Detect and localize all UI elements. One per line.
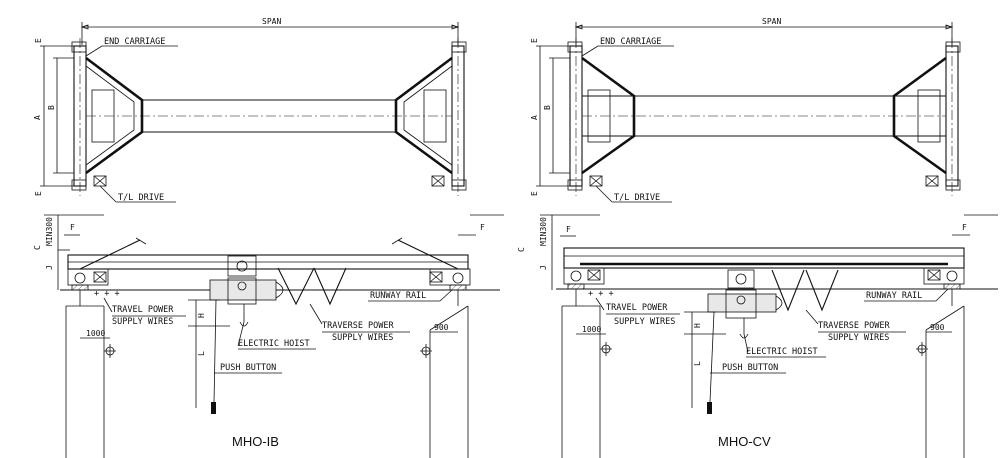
dim-1000-label-cv: 1000	[582, 325, 601, 334]
dim-h-label: H	[197, 313, 206, 318]
supply-wires-label: SUPPLY WIRES	[112, 317, 173, 327]
push-button-label-cv: PUSH BUTTON	[722, 363, 778, 373]
supply-wires-label-cv: SUPPLY WIRES	[614, 317, 675, 327]
dim-c-label: C	[33, 245, 42, 250]
dim-e-top-label-cv: E	[530, 38, 539, 43]
dim-900-label-cv: 900	[930, 323, 945, 332]
dim-f-right-label: F	[480, 223, 485, 232]
electric-hoist-label: ELECTRIC HOIST	[238, 339, 310, 349]
push-button-label: PUSH BUTTON	[220, 363, 276, 373]
tl-drive-label-cv: T/L DRIVE	[614, 193, 660, 203]
dim-c-label-cv: C	[517, 247, 526, 252]
end-carriage-label: END CARRIAGE	[104, 37, 165, 47]
dim-f-right-label-cv: F	[962, 223, 967, 232]
dim-e-bottom-label: E	[34, 191, 43, 196]
dim-1000-label: 1000	[86, 329, 105, 338]
electric-hoist-label-cv: ELECTRIC HOIST	[746, 347, 818, 357]
dim-b-label: B	[47, 105, 56, 110]
svg-text:+ + +: + + +	[94, 289, 120, 299]
mho-cv-caption: MHO-CV	[718, 434, 771, 449]
dim-e-top-label: E	[34, 38, 43, 43]
span-label-cv: SPAN	[762, 17, 781, 26]
dim-f-left-label-cv: F	[566, 225, 571, 234]
mho-cv-elevation-view: C MIN300 J F F	[517, 214, 998, 458]
traverse-power-label: TRAVERSE POWER	[322, 321, 395, 331]
tl-drive-label: T/L DRIVE	[118, 193, 164, 203]
mho-ib-drawing: SPAN A B E E	[33, 17, 504, 458]
dim-e-bottom-label-cv: E	[530, 191, 539, 196]
dim-j-label-cv: J	[539, 265, 548, 270]
svg-text:+ + +: + + +	[588, 289, 614, 299]
mho-ib-plan-view: SPAN A B E E	[33, 17, 467, 203]
mho-cv-plan-view: SPAN A B E E	[530, 17, 961, 203]
dim-h-label-cv: H	[693, 323, 702, 328]
dim-900-label: 900	[434, 323, 449, 332]
span-label: SPAN	[262, 17, 281, 26]
mho-cv-drawing: SPAN A B E E	[517, 17, 998, 458]
traverse-supply-wires-label: SUPPLY WIRES	[332, 333, 393, 343]
min300-label-cv: MIN300	[539, 217, 548, 246]
dim-f-left-label: F	[70, 223, 75, 232]
traverse-power-label-cv: TRAVERSE POWER	[818, 321, 891, 331]
end-carriage-label-cv: END CARRIAGE	[600, 37, 661, 47]
traverse-supply-wires-label-cv: SUPPLY WIRES	[828, 333, 889, 343]
dim-a-label: A	[33, 115, 42, 120]
runway-rail-label-cv: RUNWAY RAIL	[866, 291, 922, 301]
dim-l-label-cv: L	[693, 361, 702, 366]
travel-power-label-cv: TRAVEL POWER	[606, 303, 668, 313]
travel-power-label: TRAVEL POWER	[112, 305, 174, 315]
runway-rail-label: RUNWAY RAIL	[370, 291, 426, 301]
mho-ib-elevation-view: C MIN300 J F F	[33, 214, 504, 458]
dim-l-label: L	[197, 351, 206, 356]
mho-ib-caption: MHO-IB	[232, 434, 279, 449]
min300-label: MIN300	[45, 217, 54, 246]
dim-b-label-cv: B	[543, 105, 552, 110]
dim-j-label: J	[45, 265, 54, 270]
dim-a-label-cv: A	[530, 115, 539, 120]
